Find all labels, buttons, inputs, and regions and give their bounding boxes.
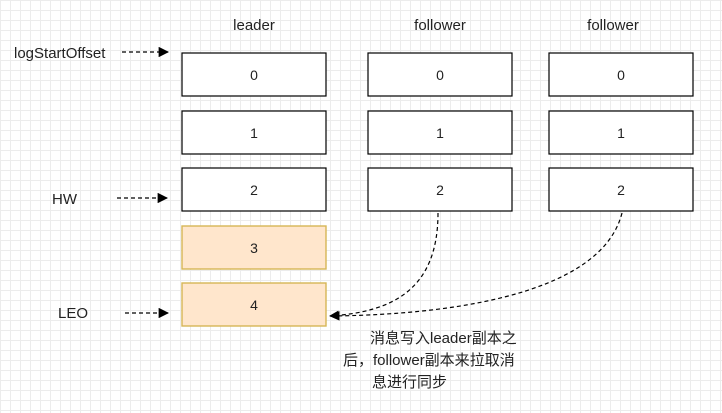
note-line-3: 息进行同步 bbox=[372, 374, 447, 391]
follower-2-cell-0-box bbox=[548, 52, 694, 97]
leader-cell-0-label: 0 bbox=[250, 67, 258, 83]
leader-cell-2-box bbox=[181, 167, 327, 212]
follower-2-cell-1-label: 1 bbox=[617, 125, 625, 141]
leader-cell-2-label: 2 bbox=[250, 182, 258, 198]
note-line-1: 消息写入leader副本之 bbox=[370, 330, 517, 347]
note-line-2: 后，follower副本来拉取消 bbox=[343, 352, 515, 369]
follower-1-cell-1-label: 1 bbox=[436, 125, 444, 141]
follower-1-cell-2-box bbox=[367, 167, 513, 212]
follower-2-header: follower bbox=[587, 17, 639, 34]
follower-1-cell-2-label: 2 bbox=[436, 182, 444, 198]
follower-2-cell-2-label: 2 bbox=[617, 182, 625, 198]
leader-cell-3-label: 3 bbox=[250, 240, 258, 256]
follower-1-fetch-arrow bbox=[329, 212, 439, 321]
follower-2-fetch-arrow bbox=[330, 212, 623, 321]
log-start-offset-label: logStartOffset bbox=[14, 45, 106, 62]
leader-cell-4-box bbox=[181, 282, 327, 327]
follower-2-column: 0 1 2 bbox=[548, 52, 694, 212]
leader-cell-1-box bbox=[181, 110, 327, 155]
leader-cell-4-label: 4 bbox=[250, 297, 258, 313]
follower-2-cell-2-box bbox=[548, 167, 694, 212]
hw-label: HW bbox=[52, 191, 78, 208]
follower-1-cell-1-box bbox=[367, 110, 513, 155]
follower-1-header: follower bbox=[414, 17, 466, 34]
leader-cell-1-label: 1 bbox=[250, 125, 258, 141]
leader-cell-3-box bbox=[181, 225, 327, 270]
follower-2-cell-1-box bbox=[548, 110, 694, 155]
leader-cell-0-box bbox=[181, 52, 327, 97]
leader-column: 0 1 2 3 4 bbox=[181, 52, 327, 327]
follower-1-cell-0-box bbox=[367, 52, 513, 97]
follower-1-column: 0 1 2 bbox=[367, 52, 513, 212]
follower-1-cell-0-label: 0 bbox=[436, 67, 444, 83]
leader-header: leader bbox=[233, 17, 275, 34]
leo-label: LEO bbox=[58, 305, 88, 322]
follower-2-cell-0-label: 0 bbox=[617, 67, 625, 83]
